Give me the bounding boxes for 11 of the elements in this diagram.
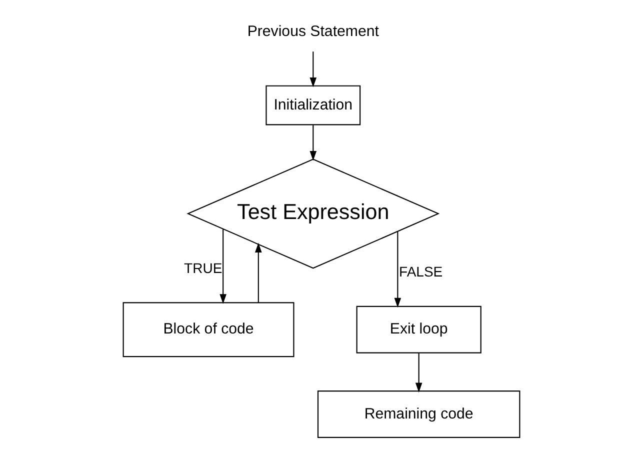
arrow <box>310 125 317 161</box>
arrow <box>255 242 262 302</box>
node-box: Remaining code <box>317 390 520 438</box>
arrow <box>394 232 402 308</box>
node-box: Exit loop <box>356 306 482 354</box>
arrow <box>415 353 422 392</box>
node-text: Previous Statement <box>247 22 379 40</box>
arrow <box>310 52 317 88</box>
arrow <box>220 229 226 304</box>
node-box: Block of code <box>122 302 294 358</box>
node-box: Initialization <box>266 85 361 126</box>
